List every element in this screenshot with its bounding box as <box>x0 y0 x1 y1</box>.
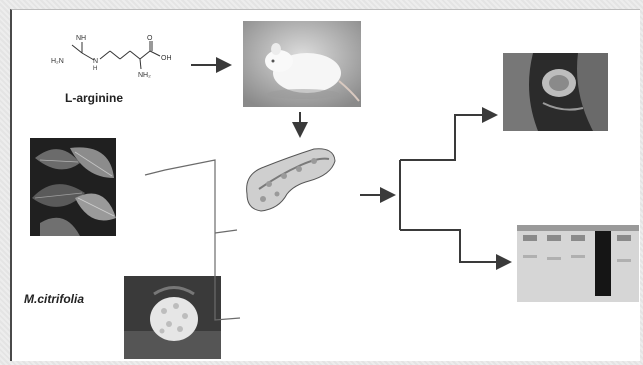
arrow-to-gel <box>400 230 508 262</box>
arrow-to-histology <box>400 115 494 160</box>
plant-bracket <box>145 160 240 320</box>
